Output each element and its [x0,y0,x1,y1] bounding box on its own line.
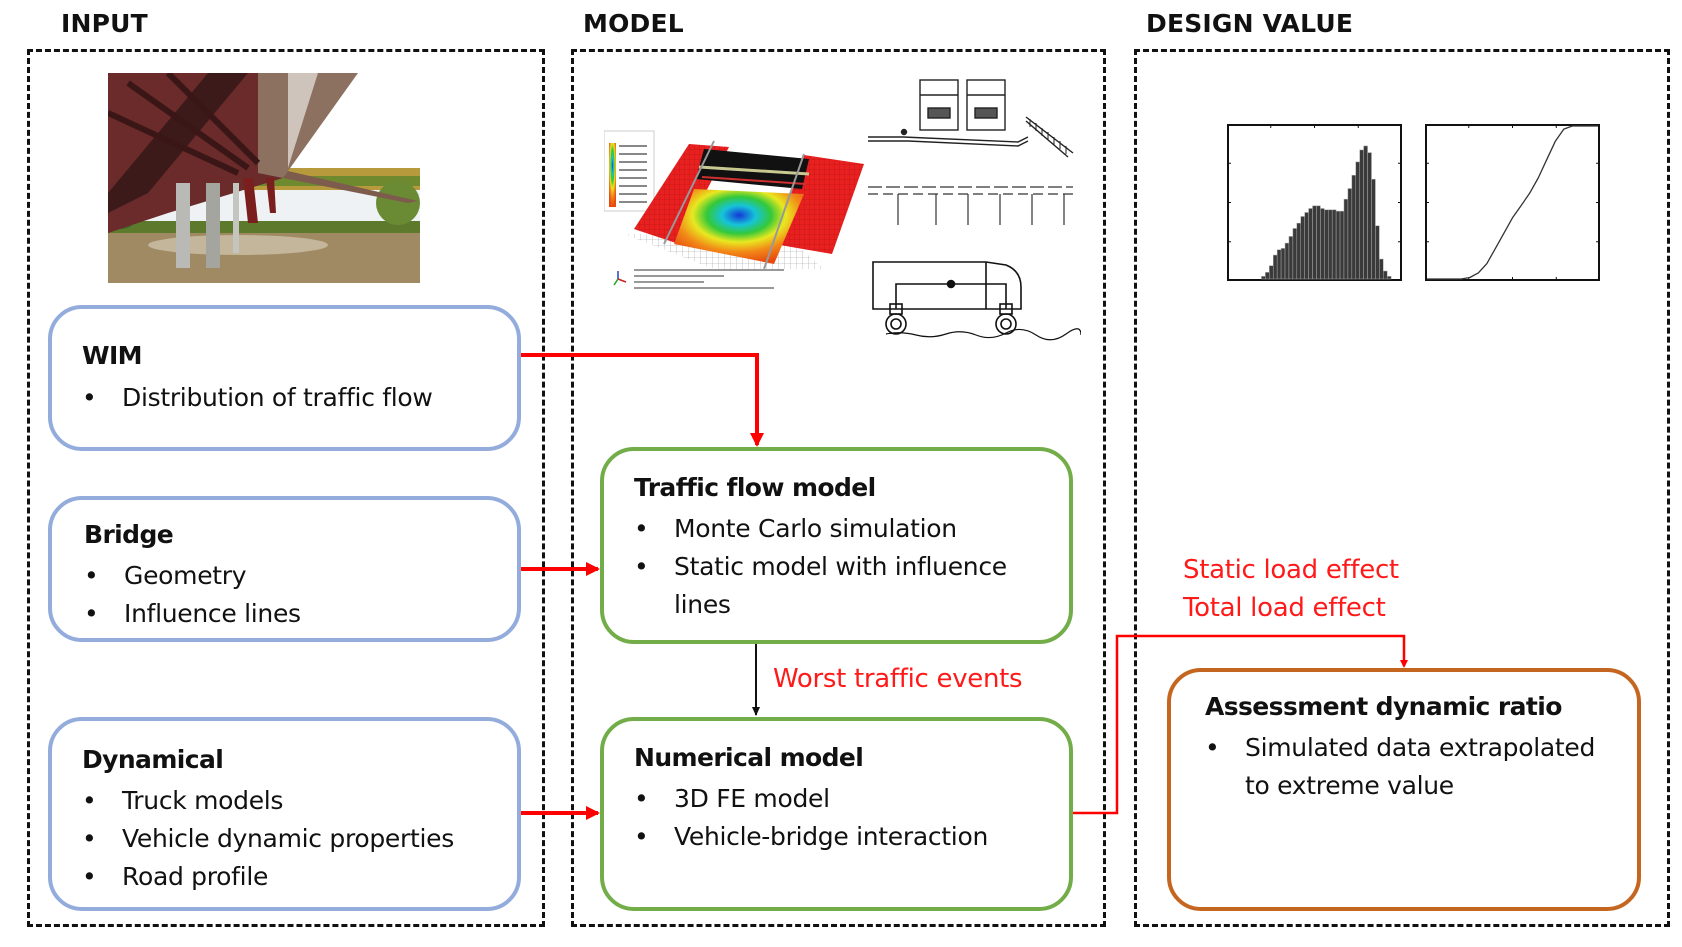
histogram-bar [1339,210,1345,280]
dynamical-title: Dynamical [82,745,224,774]
wim-box: WIM •Distribution of traffic flow [48,305,521,451]
traffic-flow-model-box: Traffic flow model •Monte Carlo simulati… [600,447,1073,644]
vehicle-model-drawing [872,261,1081,341]
list-item: •Geometry [84,561,247,590]
histogram-bar [1355,161,1360,280]
fe-model-image [604,130,864,289]
bridge-photo [108,73,420,283]
truck-cross-section-drawing [868,79,1074,158]
list-item: •Influence lines [84,599,301,628]
wim-title: WIM [82,341,143,370]
assessment-dynamic-ratio-box: Assessment dynamic ratio •Simulated data… [1167,668,1641,911]
histogram-bar [1269,265,1274,280]
histogram-bar [1280,248,1286,280]
histogram-bar [1296,222,1301,280]
total-load-effect-label: Total load effect [1183,593,1386,623]
cdf-chart [1425,124,1600,281]
design-value-frame [1134,49,1670,927]
input-frame [27,49,545,927]
histogram-bar [1331,209,1337,280]
histogram-bar [1261,276,1266,280]
histogram-bar [1383,270,1388,280]
numerical-model-box: Numerical model •3D FE model •Vehicle-br… [600,717,1073,911]
histogram-bar [1304,212,1309,280]
column-header-design-value: DESIGN VALUE [1146,9,1354,38]
dynamical-list: •Truck models •Vehicle dynamic propertie… [82,782,454,896]
assessment-title: Assessment dynamic ratio [1205,692,1562,721]
list-item-continuation: lines [674,590,731,619]
column-header-model: MODEL [583,9,684,38]
chart-frame [1425,124,1600,281]
list-item: •Distribution of traffic flow [82,383,433,412]
histogram-bar [1276,249,1282,280]
numerical-model-title: Numerical model [634,743,864,772]
beam-model-drawing [868,186,1073,225]
bridge-list: •Geometry •Influence lines [84,557,301,633]
dynamical-box: Dynamical •Truck models •Vehicle dynamic… [48,717,521,911]
histogram-bar [1292,228,1298,280]
histogram-bar [1351,174,1357,280]
histogram-bar [1371,178,1376,280]
numerical-model-list: •3D FE model •Vehicle-bridge interaction [634,780,988,856]
list-item: •Road profile [82,862,269,891]
histogram-bar [1320,208,1325,280]
histogram-bar [1379,258,1384,280]
assessment-list: •Simulated data extrapolated to extreme … [1205,729,1595,805]
histogram-bar [1386,276,1392,280]
list-item: •Truck models [82,786,284,815]
bridge-box: Bridge •Geometry •Influence lines [48,496,521,642]
list-item: •Simulated data extrapolated [1205,733,1596,762]
histogram-bar [1359,149,1364,280]
bridge-title: Bridge [84,520,174,549]
histogram-bar [1347,188,1353,280]
static-load-effect-label: Static load effect [1183,555,1399,585]
list-item: •Vehicle-bridge interaction [634,822,988,851]
list-item: •3D FE model [634,784,830,813]
histogram-bar [1308,208,1313,280]
traffic-flow-model-title: Traffic flow model [634,473,876,502]
cdf-line [1427,125,1598,280]
histogram-bar [1363,145,1368,280]
histogram-chart [1227,124,1402,281]
histogram-bar [1272,254,1278,280]
histogram-bar [1328,209,1333,280]
list-item: •Vehicle dynamic properties [82,824,454,853]
histogram-bar [1375,225,1380,280]
histogram-bar [1265,272,1270,280]
histogram-bar [1316,205,1321,280]
list-item: •Static model with influence [634,552,1007,581]
model-frame [571,49,1106,927]
list-item: •Monte Carlo simulation [634,514,957,543]
traffic-flow-model-list: •Monte Carlo simulation •Static model wi… [634,510,1007,624]
histogram-bar [1367,152,1372,280]
histogram-bar [1335,210,1341,280]
histogram-bar [1324,209,1329,280]
histogram-bar [1343,198,1349,280]
list-item-continuation: to extreme value [1245,771,1454,800]
histogram-bar [1288,236,1294,280]
column-header-input: INPUT [61,9,148,38]
worst-traffic-events-label: Worst traffic events [773,664,1023,694]
wim-list: •Distribution of traffic flow [82,379,433,417]
histogram-bar [1312,205,1317,280]
histogram-bar [1300,216,1305,280]
histogram-bar [1284,242,1290,280]
